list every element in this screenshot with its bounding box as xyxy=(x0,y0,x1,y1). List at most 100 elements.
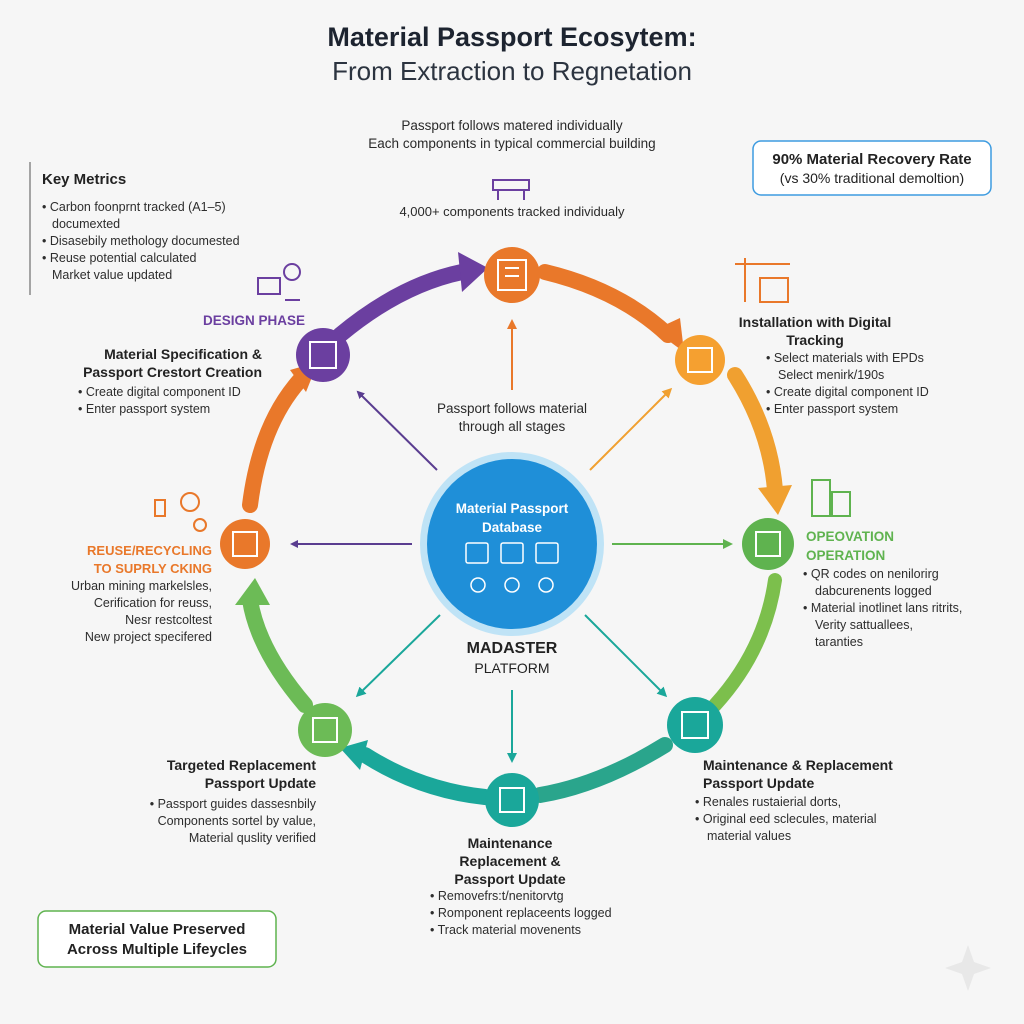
maint-right-title: Maintenance & Replacement Passport Updat… xyxy=(703,756,893,792)
targeted-title-line1: Targeted Replacement xyxy=(166,757,316,773)
installation-title-line2: Tracking xyxy=(786,332,844,348)
list-item: • Material inotlinet lans ritrits, xyxy=(803,601,963,615)
ring-arrowhead-teal xyxy=(340,740,368,770)
design-list: Create digital component ID Enter passpo… xyxy=(78,384,241,418)
bottom-box-line2: Across Multiple Lifeycles xyxy=(66,941,248,958)
bottom-box-line1: Material Value Preserved xyxy=(68,921,246,938)
installation-title-line1: Installation with Digital xyxy=(738,314,892,330)
page-subtitle: From Extraction to Regnetation xyxy=(332,56,692,86)
list-item: Material quslity verified xyxy=(188,831,316,845)
list-item: • Original eed sclecules, material xyxy=(695,812,877,826)
ring-arrowhead-orange xyxy=(654,318,684,352)
ring-arrowhead-green xyxy=(235,578,270,605)
ring-arrowhead-purple xyxy=(458,252,488,292)
design-phase-label: DESIGN PHASE xyxy=(203,313,306,328)
list-item: Market value updated xyxy=(52,268,173,282)
ring-arrow-green xyxy=(708,573,782,712)
ring-arrow-orange-left xyxy=(242,372,308,513)
node-operation xyxy=(742,518,794,570)
list-item: • Create digital component ID xyxy=(766,385,929,399)
operation-label-line1: OPEOVATION xyxy=(806,529,895,544)
list-item: • Passport guides dassesnbily xyxy=(149,797,316,811)
components-tracked: 4,000+ components tracked individualy xyxy=(399,204,625,219)
cycle-ring xyxy=(235,252,792,805)
targeted-title-line2: Passport Update xyxy=(204,775,316,791)
design-title: Material Specification & Passport Cresto… xyxy=(60,345,262,381)
ring-arrow-orange xyxy=(537,264,676,343)
platform-label: MADASTER PLATFORM xyxy=(412,639,612,677)
list-item: • Carbon foonprnt tracked (A1–5) xyxy=(42,200,226,214)
recovery-rate: 90% Material Recovery Rate xyxy=(772,151,972,168)
key-metrics-title: Key Metrics xyxy=(42,171,127,188)
ring-arrow-amber xyxy=(727,367,783,498)
list-item: Nesr restcoltest xyxy=(125,613,212,627)
list-item: taranties xyxy=(815,635,863,649)
list-item: Components sortel by value, xyxy=(157,814,316,828)
list-item: • Enter passport system xyxy=(766,402,899,416)
list-item: New project specifered xyxy=(84,630,212,644)
reuse-label-line2: TO SUPRLY CKING xyxy=(93,561,212,576)
recycle-icon xyxy=(154,492,207,532)
database-title-line1: Material Passport xyxy=(455,501,569,516)
ring-arrow-teal-right xyxy=(532,737,673,803)
ring-arrow-green-left xyxy=(242,592,313,713)
node-targeted xyxy=(298,703,352,757)
follows-note-line2: through all stages xyxy=(458,419,566,434)
list-item: Track material movenents xyxy=(430,922,612,939)
maint-bottom-title: Maintenance Replacement & Passport Updat… xyxy=(430,834,590,888)
ring-arrow-teal-left xyxy=(357,747,493,805)
database-title-line2: Database xyxy=(481,520,543,535)
building-icon xyxy=(492,179,530,200)
reuse-label: REUSE/RECYCLING TO SUPRLY CKING xyxy=(40,542,212,578)
node-maint-bottom xyxy=(485,773,539,827)
list-item: Cerification for reuss, xyxy=(93,596,212,610)
list-item: dabcurenents logged xyxy=(815,584,932,598)
top-note: Passport follows matered individually Ea… xyxy=(330,117,694,153)
list-item: Enter passport system xyxy=(78,401,241,418)
key-metrics: Key Metrics • Carbon foonprnt tracked (A… xyxy=(42,171,272,284)
bottom-box-frame xyxy=(37,910,277,968)
installation-title: Installation with Digital Tracking xyxy=(715,313,915,349)
node-reuse xyxy=(220,519,270,569)
maint-bottom-title-line1: Maintenance xyxy=(467,835,553,851)
operation-label: OPEOVATION OPERATION xyxy=(806,527,894,565)
list-item: Romponent replaceents logged xyxy=(430,905,612,922)
targeted-title: Targeted Replacement Passport Update xyxy=(100,756,316,792)
list-item: • Renales rustaierial dorts, xyxy=(695,795,842,809)
maint-bottom-title-line3: Passport Update xyxy=(454,871,566,887)
reuse-list: Urban mining markelsles, Cerification fo… xyxy=(40,578,212,646)
node-maint-right xyxy=(667,697,723,753)
recovery-box-frame xyxy=(752,140,992,196)
database-title: Material Passport Database xyxy=(427,499,597,537)
spoke-bottom-right xyxy=(584,614,668,698)
operation-label-line2: OPERATION xyxy=(806,548,886,563)
platform-name: MADASTER xyxy=(466,640,558,657)
recovery-comparison: (vs 30% traditional demoltion) xyxy=(779,170,965,186)
spoke-top-left xyxy=(356,390,438,471)
node-top xyxy=(484,247,540,303)
ring-arrow-purple xyxy=(332,264,470,343)
spokes xyxy=(290,319,733,763)
bottom-box: Material Value Preserved Across Multiple… xyxy=(38,920,276,960)
list-item: • Reuse potential calculated xyxy=(42,251,197,265)
node-installation xyxy=(675,335,725,385)
targeted-list: • Passport guides dassesnbily Components… xyxy=(100,796,316,847)
sparkle-icon xyxy=(945,945,991,991)
ring-arrowhead-amber xyxy=(758,485,792,515)
operation-list: • QR codes on nenilorirg dabcurenents lo… xyxy=(803,566,1003,651)
maint-right-title-line2: Passport Update xyxy=(703,775,815,791)
reuse-label-line1: REUSE/RECYCLING xyxy=(87,543,212,558)
maint-right-list: • Renales rustaierial dorts, • Original … xyxy=(695,794,877,845)
installation-list: • Select materials with EPDs Select meni… xyxy=(766,350,929,418)
design-title-line2: Passport Crestort Creation xyxy=(83,364,262,380)
maint-bottom-title-line2: Replacement & xyxy=(459,853,561,869)
list-item: • QR codes on nenilorirg xyxy=(803,567,939,581)
database-circle xyxy=(427,459,597,629)
database-icons xyxy=(465,542,559,593)
maint-bottom-list: Removefrs:t/nenitorvtg Romponent replace… xyxy=(430,888,612,939)
node-design xyxy=(296,328,350,382)
design-title-line1: Material Specification & xyxy=(104,346,262,362)
top-note-line1: Passport follows matered individually xyxy=(401,118,623,133)
follows-note: Passport follows material through all st… xyxy=(402,400,622,436)
crane-icon xyxy=(735,258,790,303)
